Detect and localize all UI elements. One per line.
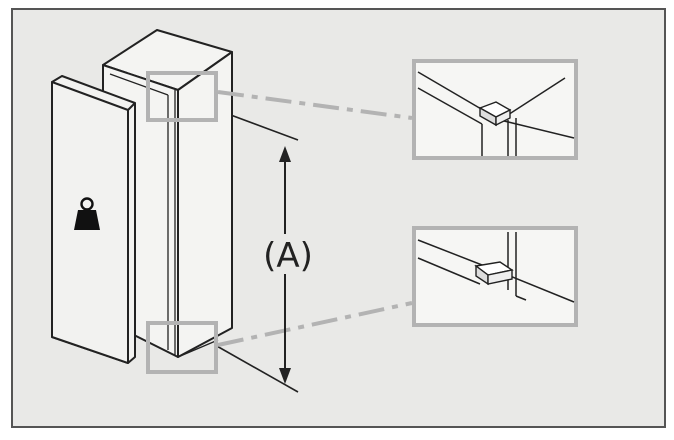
bottom-hinge-detail bbox=[412, 226, 578, 327]
callout-leader-lines bbox=[217, 90, 413, 347]
bottom-callout-box bbox=[146, 321, 218, 374]
top-callout-box bbox=[146, 71, 218, 122]
top-hinge-detail bbox=[412, 59, 578, 160]
dimension-label-bg bbox=[258, 234, 318, 274]
weight-icon bbox=[74, 197, 100, 230]
dimension-label: (A) bbox=[263, 236, 313, 276]
